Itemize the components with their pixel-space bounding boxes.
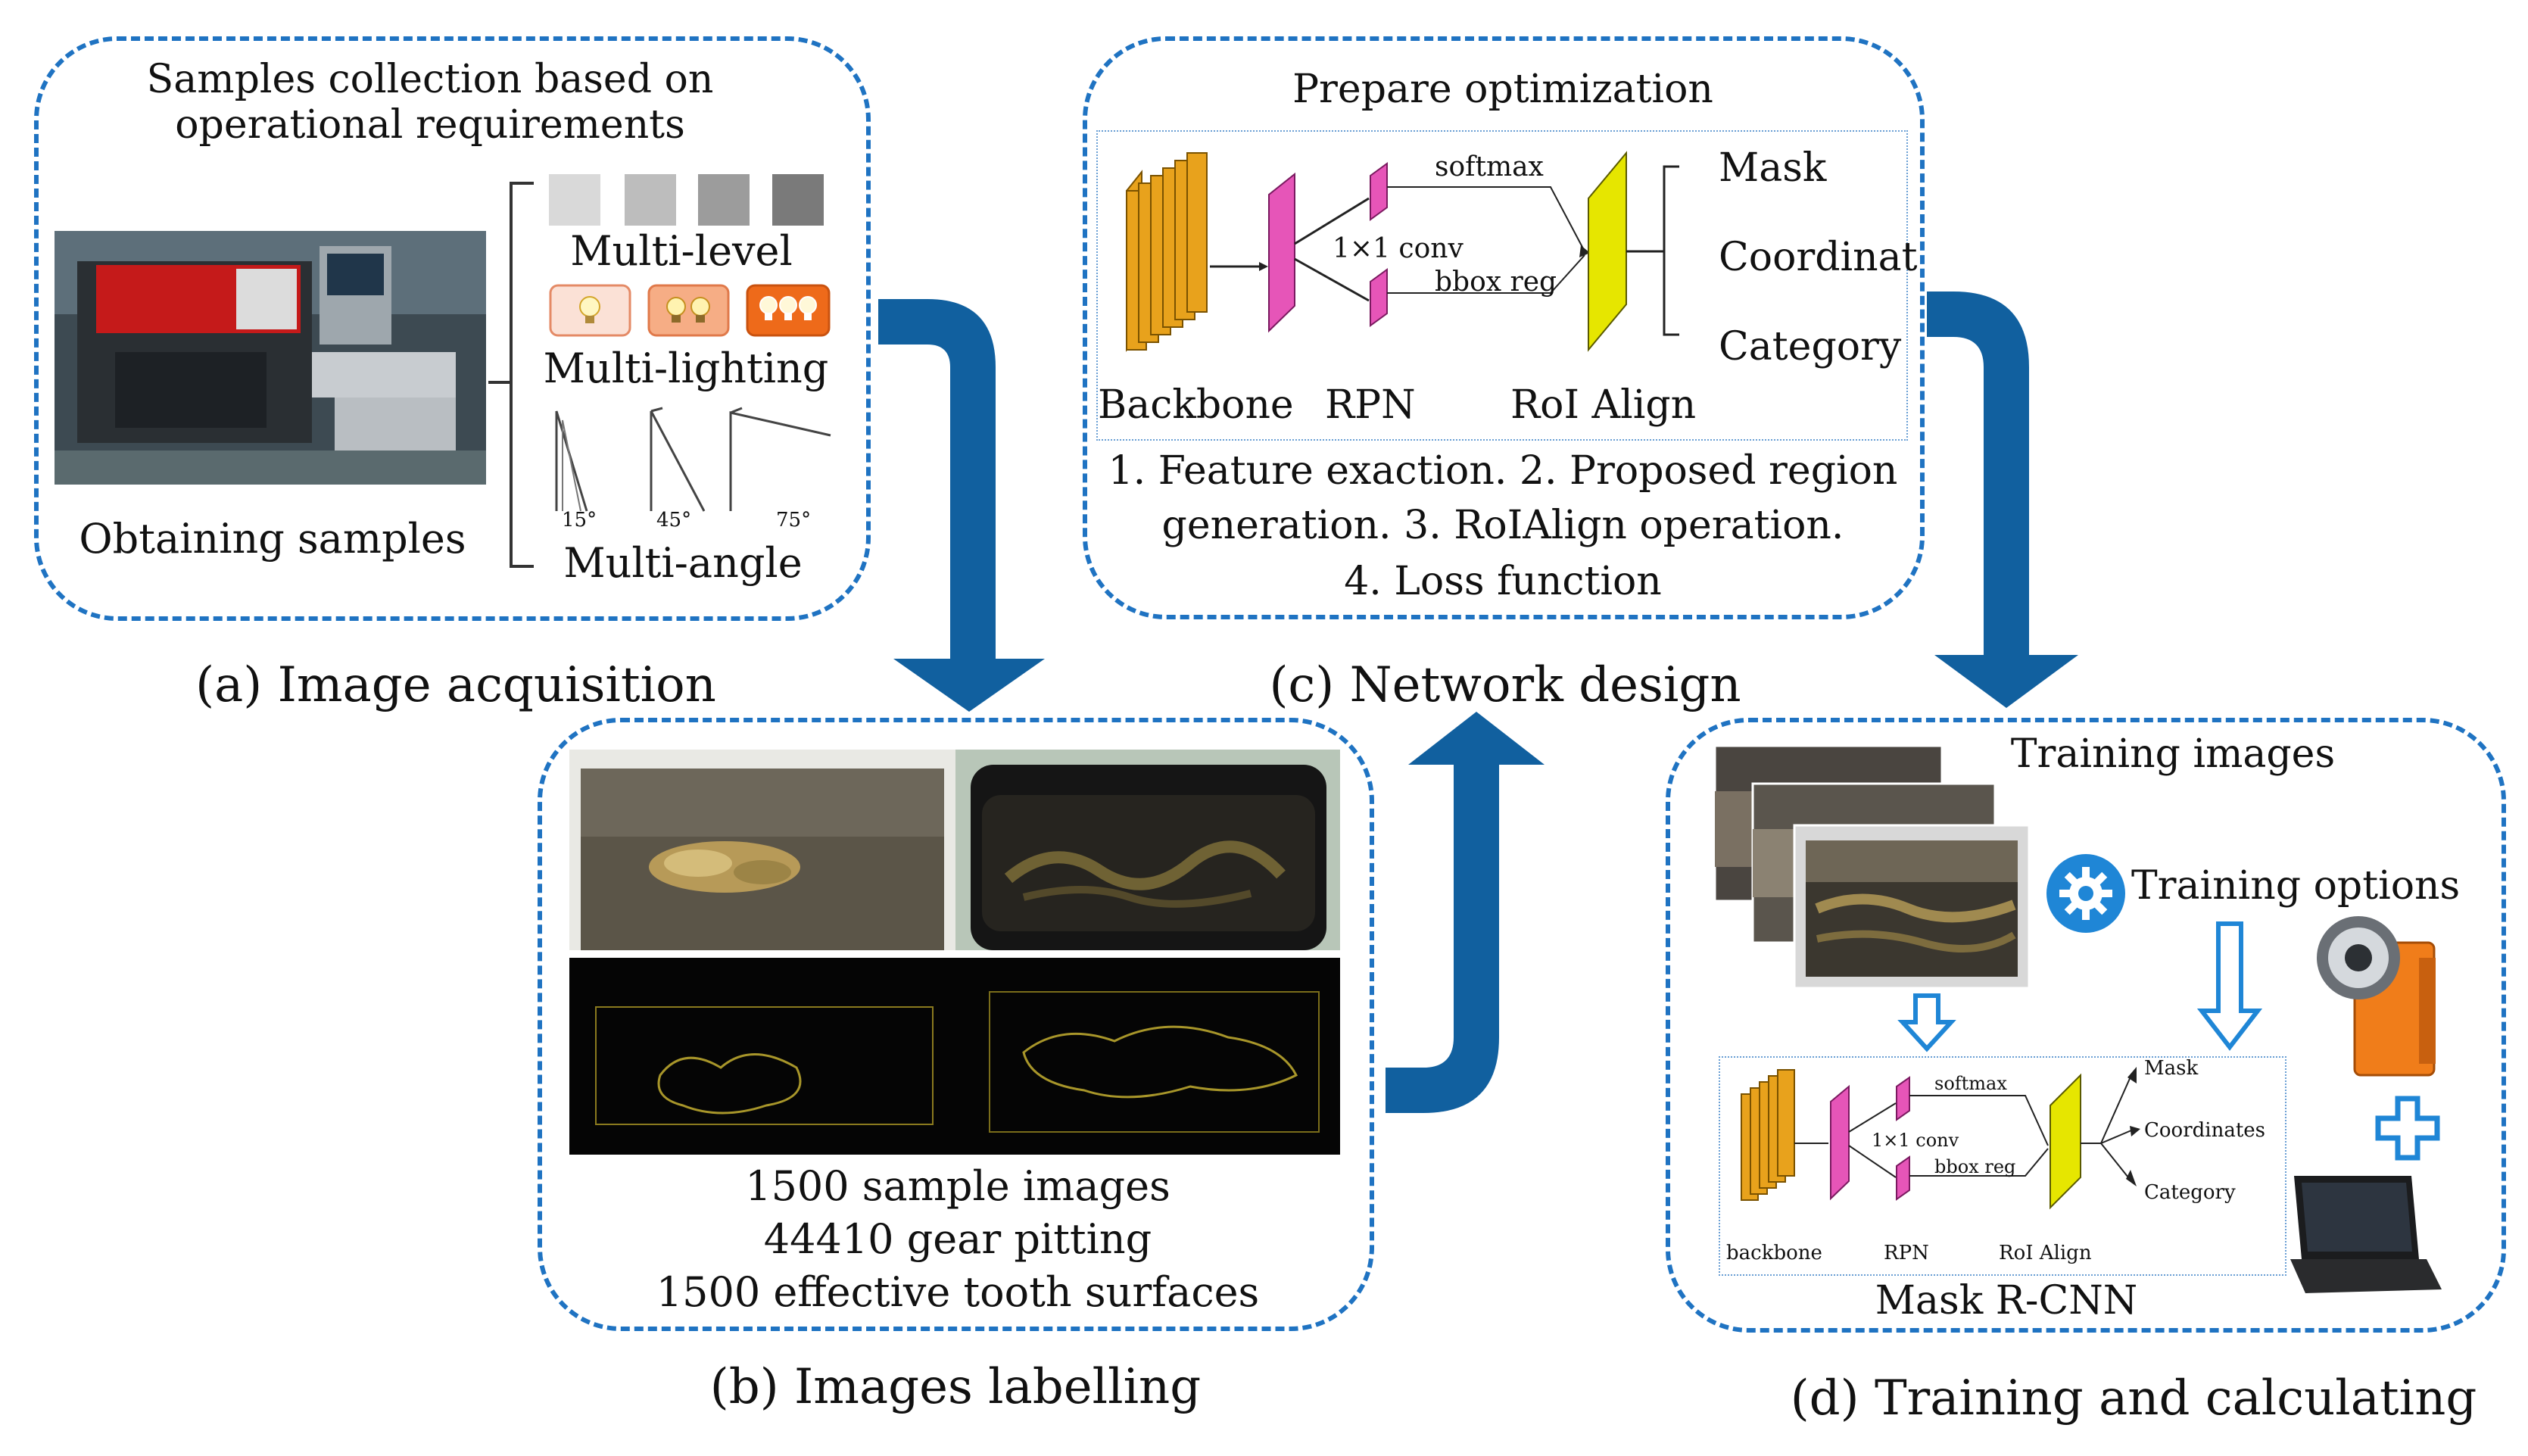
lightbulb-icon [549, 284, 631, 337]
lightbulb-icon [746, 284, 831, 337]
mini-mask-rcnn-diagram [1741, 1067, 2140, 1210]
testing-machine-photo [55, 231, 486, 485]
mini-label-softmax: softmax [1934, 1073, 2007, 1094]
mini-label-bbox-reg: bbox reg [1934, 1156, 2016, 1177]
output-mask: Mask [1719, 145, 1827, 191]
down-arrow-icon [1897, 993, 1956, 1052]
network-steps-line2: generation. 3. RoIAlign operation. [1161, 503, 1844, 548]
mini-output-mask: Mask [2144, 1057, 2199, 1080]
gray-level-square [549, 174, 600, 226]
angle-label: 15° [562, 509, 597, 532]
network-steps-line1: 1. Feature exaction. 2. Proposed region [1108, 448, 1898, 494]
caption-a: (a) Image acquisition [195, 657, 716, 713]
panel-images-labelling [538, 718, 1374, 1331]
label-conv: 1×1 conv [1333, 233, 1463, 264]
gear-icon [2046, 854, 2125, 933]
gray-level-square [698, 174, 750, 226]
lighting-samples [549, 284, 831, 337]
label-rpn: RPN [1325, 382, 1416, 428]
label-multi-lighting: Multi-lighting [543, 345, 829, 392]
stat-sample-images: 1500 sample images [745, 1162, 1170, 1210]
arrow-a-to-b [878, 299, 1045, 712]
network-diagram-frame [1096, 130, 1908, 441]
mask-rcnn-diagram [1126, 151, 1679, 352]
down-arrow-icon [2196, 921, 2263, 1051]
panel-image-acquisition [34, 36, 871, 621]
panel-a-title-line2: operational requirements [175, 102, 685, 148]
label-softmax: softmax [1435, 151, 1544, 182]
panel-network-design [1083, 36, 1925, 619]
options-bracket [488, 182, 534, 568]
backbone-layers [1126, 152, 1208, 352]
laptop-icon [2290, 1176, 2442, 1293]
photo-caption-obtaining-samples: Obtaining samples [79, 515, 466, 563]
label-training-options: Training options [2131, 863, 2461, 909]
mini-output-coordinates: Coordinates [2144, 1119, 2266, 1142]
mini-label-backbone: backbone [1726, 1242, 1822, 1264]
lightbulb-icon [647, 284, 730, 337]
training-images-stack [1713, 746, 2031, 990]
output-category: Category [1719, 324, 1902, 369]
label-roi-align: RoI Align [1510, 382, 1697, 428]
stat-tooth-surfaces: 1500 effective tooth surfaces [656, 1268, 1260, 1316]
label-multi-angle: Multi-angle [563, 539, 803, 587]
mini-label-roi-align: RoI Align [1999, 1242, 2092, 1264]
output-coordinates: Coordinat [1719, 235, 1918, 280]
caption-b: (b) Images labelling [709, 1359, 1202, 1415]
stat-gear-pitting: 44410 gear pitting [763, 1215, 1152, 1263]
gray-level-square [625, 174, 676, 226]
network-steps-line3: 4. Loss function [1344, 559, 1662, 604]
angle-samples [555, 407, 831, 512]
mini-label-rpn: RPN [1884, 1242, 1929, 1264]
caption-d: (d) Training and calculating [1790, 1370, 2477, 1426]
labelled-gear-images [569, 750, 1340, 1155]
panel-a-title-line1: Samples collection based on [146, 57, 714, 102]
panel-training-calculating [1666, 718, 2506, 1333]
mini-output-category: Category [2144, 1181, 2236, 1204]
arrow-b-to-c [1386, 712, 1545, 1113]
label-bbox-reg: bbox reg [1435, 267, 1557, 298]
camera-icon [2317, 916, 2436, 1077]
label-mask-rcnn: Mask R-CNN [1875, 1278, 2138, 1323]
gray-level-square [772, 174, 824, 226]
angle-label: 45° [656, 509, 692, 532]
caption-c: (c) Network design [1269, 657, 1741, 713]
plus-icon [2375, 1096, 2440, 1161]
label-backbone: Backbone [1098, 382, 1294, 428]
arrow-c-to-d [1927, 292, 2078, 708]
mini-label-conv: 1×1 conv [1872, 1130, 1959, 1151]
label-training-images: Training images [2010, 731, 2336, 777]
angle-label: 75° [776, 509, 812, 532]
mini-network-frame [1719, 1056, 2286, 1276]
label-multi-level: Multi-level [570, 227, 793, 275]
panel-c-title: Prepare optimization [1292, 67, 1713, 112]
